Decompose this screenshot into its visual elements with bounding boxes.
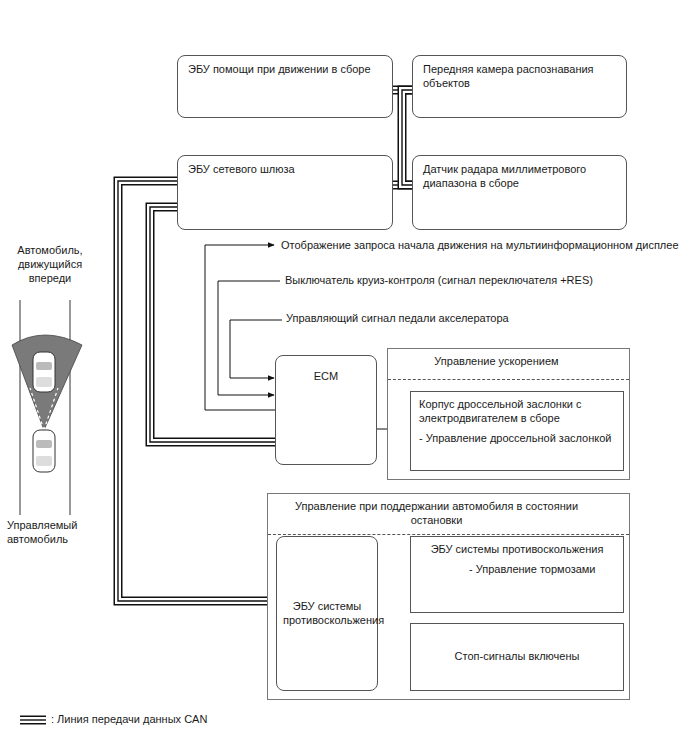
can-bus-line — [402, 90, 412, 185]
box-detail: - Управление тормозами — [419, 557, 615, 577]
road-edge — [70, 300, 71, 515]
can-bus-gap — [402, 90, 412, 185]
signal-line — [205, 245, 275, 410]
road-edge — [20, 300, 21, 515]
actuator-box: Стоп-сигналы включены — [410, 623, 624, 691]
can-bus-outer — [118, 181, 276, 601]
box-title: ЭБУ системы противоскольжения — [419, 543, 615, 557]
panel-heading: Управление ускорением — [388, 349, 629, 380]
can-bus-line — [118, 181, 276, 601]
can-bus-outer — [150, 207, 275, 442]
box-title: Передняя камера распознавания объектов — [423, 63, 616, 91]
box-title: Датчик радара миллиметрового диапазона в… — [423, 163, 616, 191]
box-title: Корпус дроссельной заслонки с электродви… — [419, 398, 615, 426]
can-bus-core — [150, 207, 275, 442]
signal-label: Выключатель круиз-контроля (сигнал перек… — [284, 274, 594, 288]
can-bus-core — [118, 181, 276, 601]
ecu-box: ЭБУ помощи при движении в сборе — [177, 55, 393, 118]
radar-cone — [12, 335, 82, 430]
actuator-box: ЭБУ системы противоскольжения- Управлени… — [410, 536, 624, 613]
control-panel: Управление ускорениемКорпус дроссельной … — [387, 348, 630, 480]
gateway-box: ЭБУ сетевого шлюза — [177, 155, 393, 230]
can-bus-line — [150, 207, 275, 442]
can-bus-core — [402, 90, 412, 185]
can-bus-gap — [118, 181, 276, 601]
box-title: ЭБУ системы противоскольжения — [283, 600, 371, 628]
control-panel: Управление при поддержании автомобиля в … — [267, 493, 630, 700]
ecm-box: ECM — [275, 355, 377, 465]
detection-line — [30, 388, 58, 430]
panel-heading: Управление при поддержании автомобиля в … — [268, 494, 629, 535]
legend-sample — [20, 720, 46, 721]
car-lead — [33, 352, 55, 392]
box-title: Стоп-сигналы включены — [419, 650, 615, 664]
legend-text: : Линия передачи данных CAN — [50, 713, 208, 727]
ecu-box: ЭБУ системы противоскольжения — [276, 536, 378, 691]
radar-box: Датчик радара миллиметрового диапазона в… — [412, 155, 627, 230]
box-title: ECM — [282, 370, 370, 384]
camera-box: Передняя камера распознавания объектов — [412, 55, 627, 118]
vehicle-label: Автомобиль, движущийся впереди — [6, 244, 94, 285]
signal-label: Управляющий сигнал педали акселератора — [285, 312, 510, 326]
box-detail: - Управление дроссельной заслонкой — [419, 426, 615, 446]
can-bus-gap — [150, 207, 275, 442]
box-title: ЭБУ сетевого шлюза — [188, 163, 382, 177]
box-title: ЭБУ помощи при движении в сборе — [188, 63, 382, 77]
actuator-box: Корпус дроссельной заслонки с электродви… — [410, 391, 624, 471]
vehicle-label: Управляемый автомобиль — [6, 519, 98, 547]
car-ego — [33, 430, 55, 472]
can-bus-outer — [402, 90, 412, 185]
signal-label: Отображение запроса начала движения на м… — [280, 239, 680, 253]
